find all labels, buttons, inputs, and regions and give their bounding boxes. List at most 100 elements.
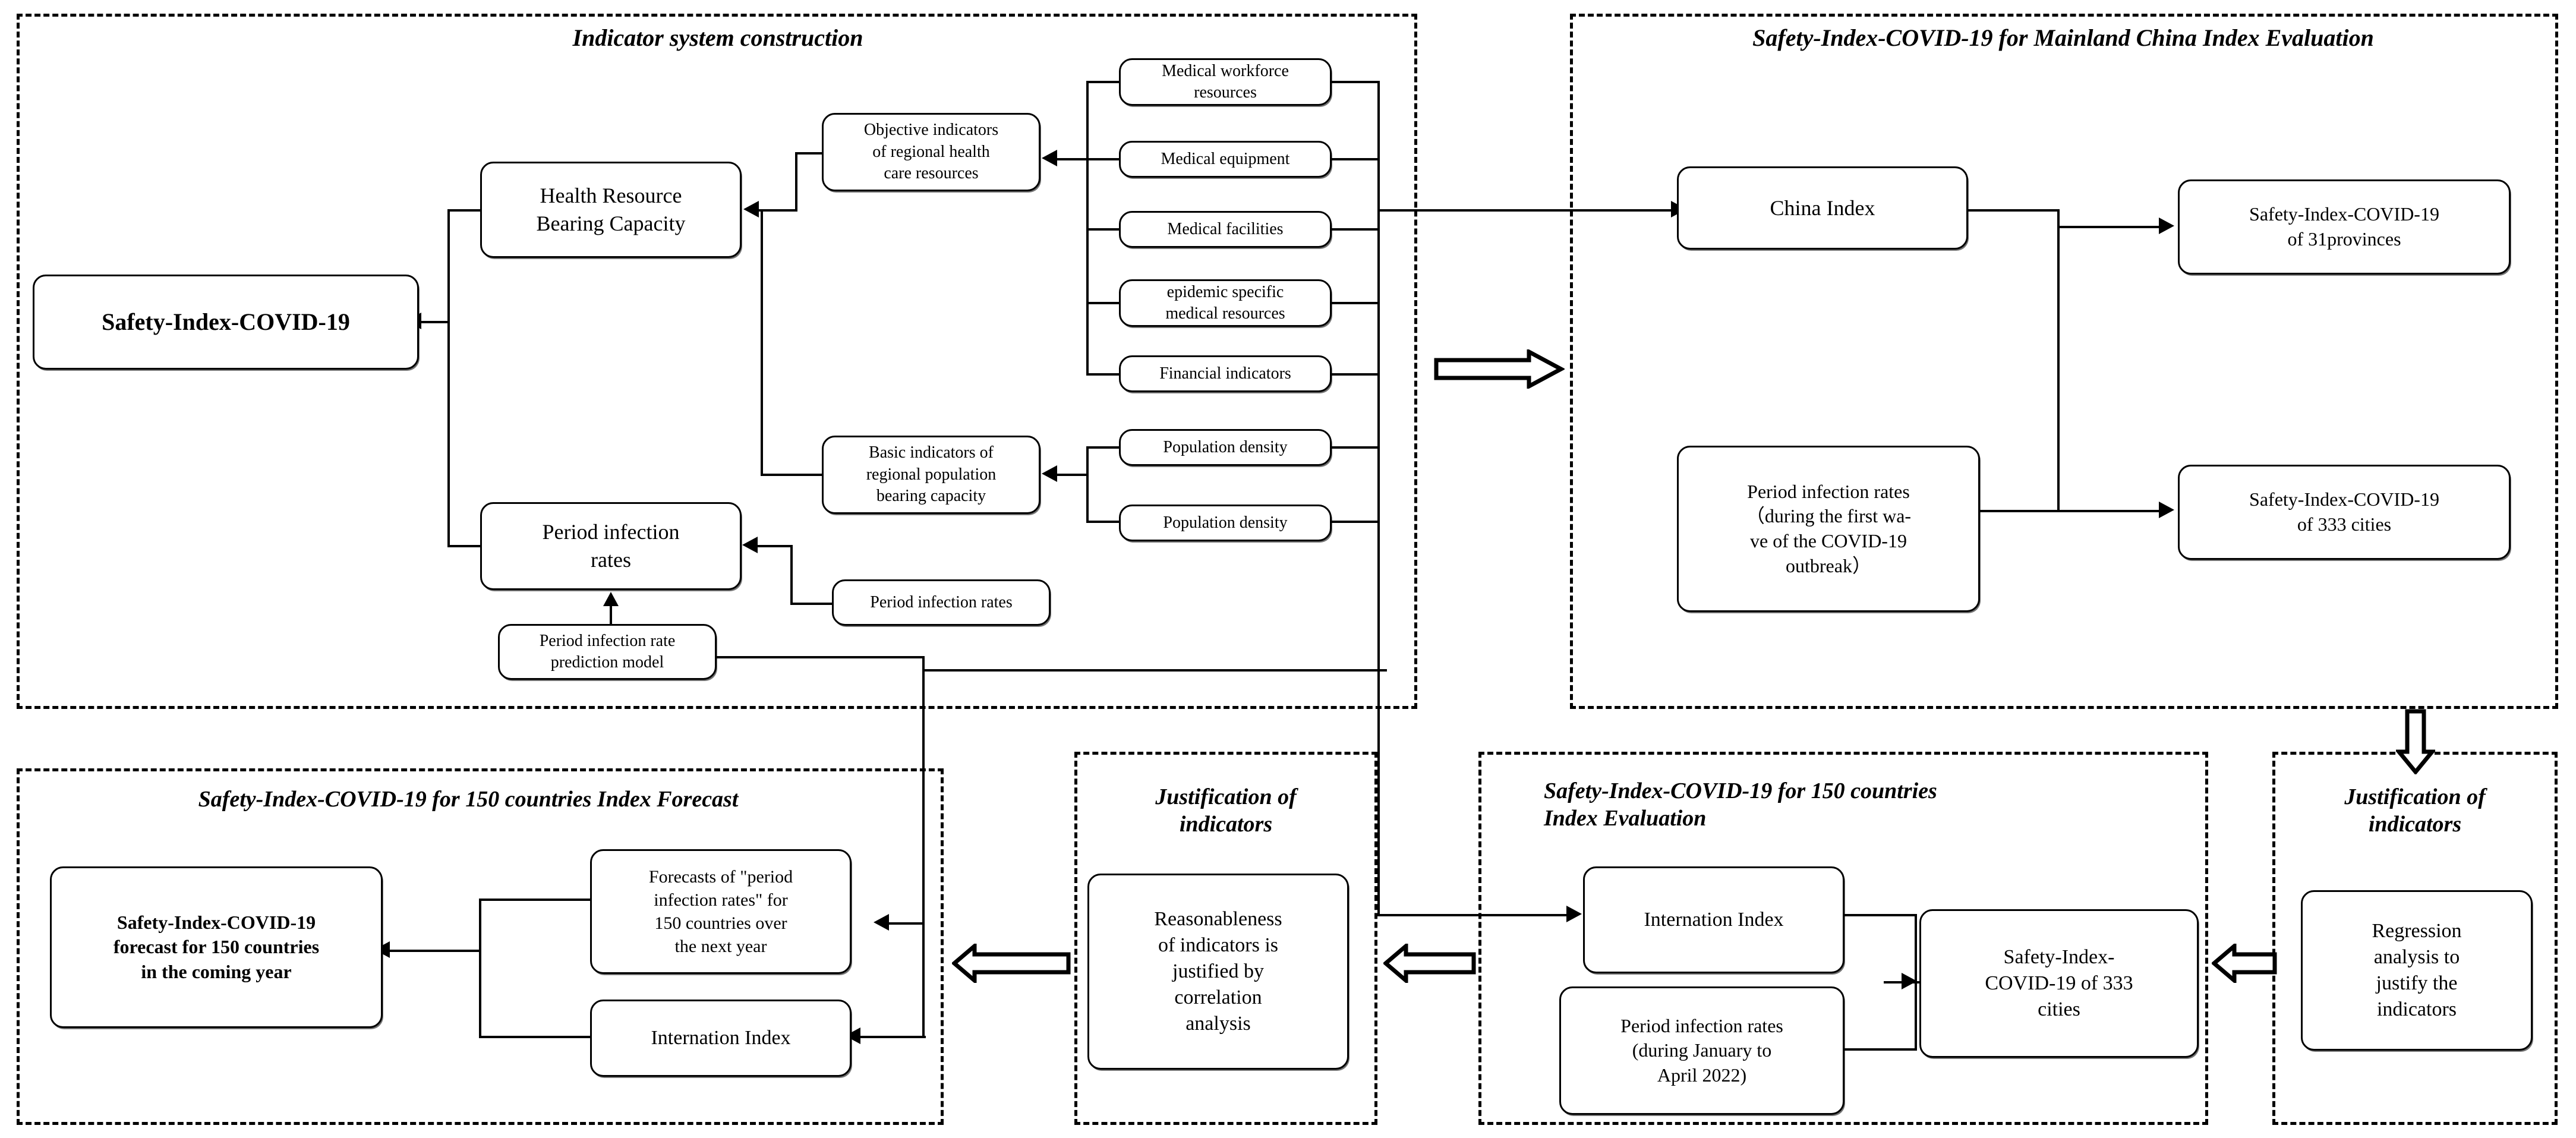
line-leaf-bus-down-to-eval150 (1377, 209, 1380, 916)
arrowhead-to-si-333-cities-china (2159, 502, 2174, 518)
node-safety-index-covid-19: Safety-Index-COVID-19 (33, 275, 419, 370)
stub-financial (1086, 373, 1120, 376)
node-si-31-provinces: Safety-Index-COVID-19 of 31provinces (2178, 179, 2511, 275)
panel-justification-right-title: Justification of indicators (2344, 784, 2486, 837)
node-basic-indicators: Basic indicators of regional population … (822, 436, 1041, 514)
node-financial-indicators: Financial indicators (1119, 355, 1332, 392)
line-objective-to-health (759, 209, 796, 212)
stub-pir-to-bus (447, 545, 482, 547)
line-into-internation-index-forecast (860, 1036, 926, 1038)
line-basic-left (761, 474, 823, 476)
arrowhead-to-si-333-cities-eval (1902, 973, 1917, 989)
stub-right-epidemic (1330, 302, 1380, 304)
panel-justification-middle-title: Justification of indicators (1155, 784, 1297, 837)
link-bus-to-basic (1057, 474, 1088, 476)
stub-internation-eval-right (1842, 914, 1916, 916)
line-to-internation-index-eval (1377, 914, 1569, 916)
stub-internation-index-left (479, 1036, 593, 1038)
arrowhead-to-basic-indicators (1042, 465, 1057, 482)
node-period-infection-rates: Period infection rates (480, 502, 742, 590)
node-population-density-1: Population density (1119, 429, 1332, 466)
block-arrow-left-justification-right-to-eval150 (2212, 944, 2277, 983)
arrowhead-to-forecasts-rates (874, 914, 889, 931)
bus-left-population (1086, 446, 1089, 523)
panel-evaluation-150-title: Safety-Index-COVID-19 for 150 countries … (1544, 778, 1937, 831)
panel-justification-middle (1074, 752, 1377, 1125)
stub-medical-facilities (1086, 228, 1120, 231)
line-prediction-up (610, 606, 612, 625)
panel-indicator-system (17, 14, 1417, 709)
arrowhead-to-health-resource (743, 201, 759, 217)
node-period-rates-jan-apr: Period infection rates (during January t… (1559, 986, 1844, 1115)
node-epidemic-specific-resources: epidemic specific medical resources (1119, 279, 1332, 327)
line-china-bus-to-333cities (2057, 510, 2161, 512)
line-bridge-right (922, 669, 1387, 672)
panel-china-evaluation-title: Safety-Index-COVID-19 for Mainland China… (1752, 24, 2374, 51)
node-correlation-analysis: Reasonableness of indicators is justifie… (1087, 874, 1349, 1070)
block-arrow-down-panel2-to-justification-right (2396, 709, 2435, 774)
line-prediction-export-down (922, 656, 925, 925)
stub-population-1 (1086, 446, 1120, 449)
stub-right-facilities (1330, 228, 1380, 231)
bus-forecast-left (479, 899, 481, 1038)
block-arrow-left-justification-middle-to-forecast150 (952, 944, 1071, 983)
block-arrow-right-panel1-to-panel2 (1434, 349, 1565, 389)
line-to-china-index (1377, 209, 1673, 212)
arrowhead-to-si-31-provinces (2159, 217, 2174, 234)
node-medical-facilities: Medical facilities (1119, 211, 1332, 248)
node-period-rates-first-wave: Period infection rates （during the first… (1677, 446, 1980, 612)
stub-right-equipment (1330, 158, 1380, 160)
arrowhead-to-objective-indicators (1042, 150, 1057, 166)
line-into-internation-index-forecast-v (922, 925, 925, 1038)
stub-forecasts-rates-left (479, 899, 593, 901)
stub-epidemic-specific (1086, 302, 1120, 304)
node-china-index: China Index (1677, 166, 1968, 250)
stub-right-workforce (1330, 81, 1380, 83)
stub-period-jan-apr-right (1842, 1048, 1916, 1051)
node-population-density-2: Population density (1119, 505, 1332, 541)
stub-medical-workforce (1086, 81, 1120, 83)
link-bus-to-objective (1057, 158, 1088, 160)
line-pir-leaf-left (790, 603, 834, 605)
panel-forecast-150 (17, 768, 944, 1125)
node-forecasts-rates: Forecasts of "period infection rates" fo… (590, 849, 852, 974)
stub-medical-equipment (1086, 158, 1120, 160)
bus-china-right (2057, 209, 2060, 512)
line-objective-to-health-top (795, 152, 824, 155)
arrowhead-to-period-infection-rates (742, 537, 758, 553)
node-period-infection-rates-leaf: Period infection rates (832, 579, 1051, 626)
line-prediction-to-forecasts (889, 922, 925, 925)
line-basic-up (761, 209, 763, 475)
line-bus-to-safety-index (421, 321, 450, 323)
line-china-bus-to-31prov (2057, 226, 2161, 228)
stub-health-to-bus (447, 209, 482, 212)
line-bus-to-forecast-result (390, 950, 481, 952)
line-prediction-export (715, 656, 925, 658)
stub-right-population-2 (1330, 521, 1380, 523)
line-firstwave-right (1979, 510, 2060, 512)
node-regression-analysis: Regression analysis to justify the indic… (2301, 890, 2533, 1051)
bus-safety-index (447, 209, 450, 547)
line-pir-to-box (758, 545, 792, 547)
node-health-resource-capacity: Health Resource Bearing Capacity (480, 162, 742, 258)
line-objective-down (795, 152, 797, 212)
block-arrow-left-eval150-to-justification-middle (1383, 944, 1476, 983)
node-internation-index-forecast: Internation Index (590, 1000, 852, 1077)
line-china-index-right (1967, 209, 2059, 212)
stub-right-financial (1330, 373, 1380, 376)
panel-forecast-150-title: Safety-Index-COVID-19 for 150 countries … (198, 787, 739, 812)
stub-right-population-1 (1330, 446, 1380, 449)
line-pir-leaf-up (790, 545, 793, 604)
arrowhead-prediction-to-pir (603, 592, 619, 606)
stub-population-2 (1086, 521, 1120, 523)
node-medical-equipment: Medical equipment (1119, 141, 1332, 178)
panel-indicator-system-title: Indicator system construction (572, 24, 863, 51)
node-medical-workforce: Medical workforce resources (1119, 58, 1332, 106)
node-si-333-cities-eval: Safety-Index- COVID-19 of 333 cities (1919, 909, 2199, 1058)
node-objective-indicators: Objective indicators of regional health … (822, 113, 1041, 191)
node-forecast-result: Safety-Index-COVID-19 forecast for 150 c… (50, 866, 383, 1028)
node-si-333-cities-china: Safety-Index-COVID-19 of 333 cities (2178, 465, 2511, 560)
panel-evaluation-150 (1478, 752, 2208, 1125)
arrowhead-to-internation-index-eval (1566, 906, 1582, 922)
